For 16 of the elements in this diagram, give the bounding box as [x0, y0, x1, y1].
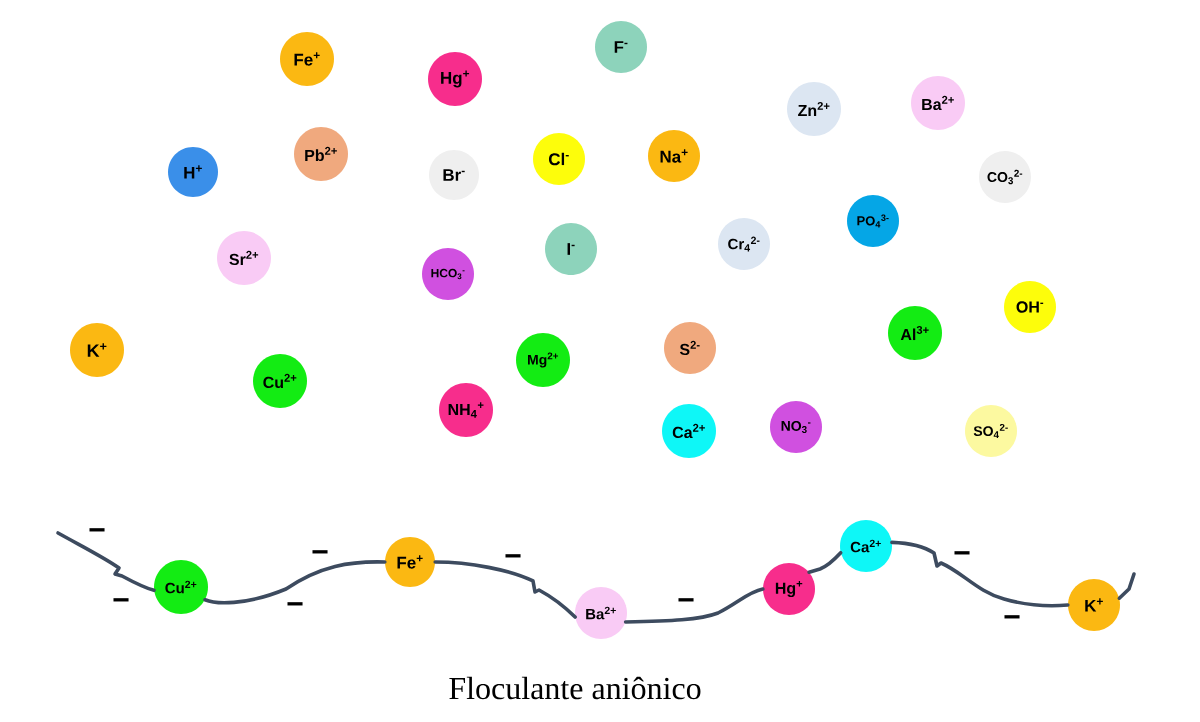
chain-line [433, 560, 577, 619]
chain-line [807, 550, 843, 574]
chain-line [623, 587, 765, 624]
chain-line [203, 560, 387, 605]
minus-sign: − [113, 598, 129, 602]
minus-sign: − [505, 554, 521, 558]
chain-line [890, 540, 1070, 608]
caption: Floculante aniônico [449, 676, 701, 700]
minus-sign: − [678, 598, 694, 602]
minus-sign: − [1004, 615, 1020, 619]
minus-sign: − [312, 550, 328, 554]
chain-line [1117, 572, 1136, 600]
chain-line [56, 531, 156, 593]
minus-sign: − [954, 551, 970, 555]
minus-sign: − [287, 602, 303, 606]
minus-sign: − [89, 528, 105, 532]
